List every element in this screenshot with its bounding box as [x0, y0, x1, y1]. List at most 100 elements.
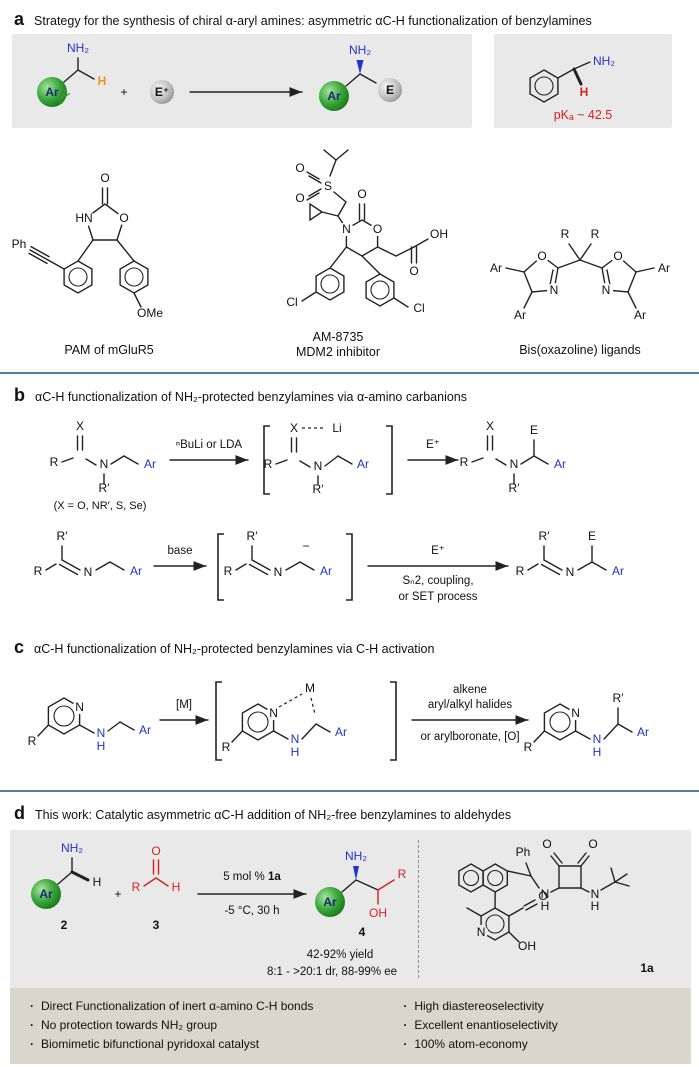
arrow-condition: or arylboronate, [O]: [420, 731, 519, 743]
li-label: Li: [332, 421, 341, 435]
n-label: N: [100, 457, 109, 471]
nh-n-label: N: [291, 732, 300, 746]
bracket-right: [346, 533, 353, 601]
structure-caption: Bis(oxazoline) ligands: [519, 343, 641, 357]
structure-caption: MDM2 inhibitor: [295, 345, 379, 359]
ar-label: Ar: [490, 261, 502, 275]
rprime-label: R′: [99, 481, 111, 495]
n-label: N: [602, 283, 611, 297]
panel-c-header: c αC-H functionalization of NH₂-protecte…: [0, 628, 699, 660]
r-label: R: [591, 227, 600, 241]
aromatic-circle: [247, 711, 269, 733]
structure-catalyst-1a: Ph O O N H N H N O OH 1a: [458, 837, 654, 975]
structure-am8735: S O O O N O O OH Cl Cl AM-8735 MDM2 inhi…: [286, 149, 448, 359]
ar-label: Ar: [45, 85, 59, 99]
label-bg: [117, 211, 131, 225]
label-bg: [370, 222, 385, 236]
ar-label: Ar: [357, 457, 369, 471]
panel-d-letter: d: [14, 803, 25, 823]
bonds: [275, 437, 353, 485]
ar-label: Ar: [139, 723, 151, 737]
label-bg: [568, 706, 583, 720]
aryl-sphere: [315, 887, 345, 917]
ome-label: OMe: [137, 306, 163, 320]
bonds: [235, 545, 315, 576]
ar-label: Ar: [637, 725, 649, 739]
ar-label: Ar: [554, 457, 566, 471]
n-label: N: [566, 565, 575, 579]
o-label: O: [538, 889, 547, 903]
ar-label: Ar: [320, 564, 332, 578]
structure-bisoxazoline: R R O N O N Ar Ar Ar Ar Bis(oxazoline) l…: [490, 227, 670, 357]
bullet-item: 100% atom-economy: [403, 1035, 685, 1054]
bonds: [471, 435, 549, 485]
carbanion-minus: −: [302, 539, 309, 553]
ar-label: Ar: [130, 564, 142, 578]
arrow-catalyst: 5 mol % 1a: [223, 871, 281, 883]
structure-benzylamine-pka: NH₂ H pKₐ ~ 42.5: [529, 54, 615, 122]
arrow-reagent: E⁺: [431, 545, 445, 557]
panel-a: a Strategy for the synthesis of chiral α…: [0, 0, 699, 364]
nh-h-label: H: [97, 739, 106, 753]
r-label: R: [460, 455, 469, 469]
ar-label: Ar: [39, 887, 53, 901]
cl-label: Cl: [413, 301, 424, 315]
arrow-condition: alkene: [453, 684, 487, 696]
ph-label: Ph: [12, 237, 27, 251]
pka-box: NH₂ H pKₐ ~ 42.5: [494, 34, 672, 128]
rprime-label: R′: [613, 691, 625, 705]
panel-a-letter: a: [14, 9, 25, 29]
bold-ch-bond: [572, 67, 583, 86]
bonds: [505, 243, 655, 309]
r-label: R: [50, 455, 59, 469]
arrow-condition: Sₙ2, coupling,: [402, 575, 473, 587]
bonds: [143, 859, 169, 887]
wedge-bond: [353, 866, 359, 880]
aromatic-circle: [462, 869, 480, 887]
panel-b-header: b αC-H functionalization of NH₂-protecte…: [0, 376, 699, 408]
ar-label: Ar: [514, 308, 526, 322]
o-label: O: [119, 211, 128, 225]
aromatic-circle: [53, 705, 75, 727]
panel-b: b αC-H functionalization of NH₂-protecte…: [0, 376, 699, 628]
pyridine-ring: [480, 907, 510, 941]
oxazolidinone-ring: [85, 203, 125, 241]
r-label: R: [398, 867, 407, 881]
bonds: [557, 61, 591, 79]
panel-c-letter: c: [14, 637, 25, 657]
o-label: O: [295, 161, 304, 175]
o-label: O: [537, 249, 546, 263]
bullet-item: Biomimetic bifunctional pyridoxal cataly…: [30, 1035, 403, 1054]
bonds: [63, 57, 95, 83]
rprime-label: R′: [509, 481, 521, 495]
scheme-this-work-reaction: Ar NH₂ H 2 + O R H 3 5 mol % 1a -: [31, 841, 407, 978]
aromatic-circle: [534, 76, 554, 96]
section-divider: [0, 372, 699, 374]
ar-label: Ar: [658, 261, 670, 275]
n-label: N: [314, 459, 323, 473]
bonds: [231, 723, 331, 743]
selectivity-text: 8:1 - >20:1 dr, 88-99% ee: [267, 966, 397, 978]
bonds: [341, 879, 379, 893]
o-label: O: [613, 249, 622, 263]
nh-n-label: N: [593, 732, 602, 746]
arrow-reagent: [M]: [176, 699, 192, 711]
naphthalene-ring: [458, 863, 484, 893]
benzene-ring: [529, 69, 559, 103]
panel-a-title: Strategy for the synthesis of chiral α-a…: [34, 14, 592, 28]
bullet-item: Excellent enantioselectivity: [403, 1016, 685, 1035]
plus-sign: +: [120, 85, 127, 99]
n-label: N: [510, 457, 519, 471]
bonds: [61, 435, 139, 485]
s-label: S: [323, 179, 331, 193]
label-bg: [266, 706, 281, 720]
x-label: X: [76, 419, 84, 433]
o-label: O: [357, 187, 366, 201]
bracket-left: [217, 533, 224, 601]
arrow-reagent: base: [168, 545, 193, 557]
ar-label: Ar: [327, 89, 341, 103]
scheme-imine-azaallyl: R′ R N Ar base R′ R N − Ar E⁺ Sₙ2, coupl…: [34, 529, 624, 603]
arrow-condition: aryl/alkyl halides: [428, 699, 513, 711]
ar-label: Ar: [323, 895, 337, 909]
